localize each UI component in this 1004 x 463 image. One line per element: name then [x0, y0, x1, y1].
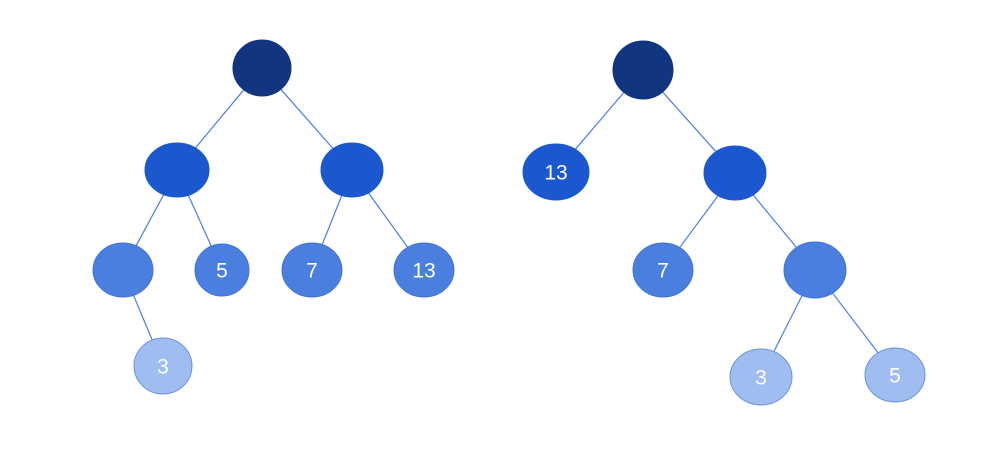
node-circle[interactable] [522, 143, 590, 201]
node-circle[interactable] [393, 242, 455, 298]
node-circle[interactable] [320, 142, 384, 198]
tree-node-unlabeled[interactable] [783, 241, 847, 299]
tree-node-7[interactable]: 7 [632, 242, 694, 298]
node-circle[interactable] [612, 40, 674, 100]
node-circle[interactable] [144, 142, 210, 198]
node-circle[interactable] [783, 241, 847, 299]
tree-node-13[interactable]: 13 [393, 242, 455, 298]
tree-edge [752, 194, 798, 249]
tree-edge [132, 294, 153, 341]
edges-layer [132, 88, 879, 354]
tree-node-unlabeled[interactable] [144, 142, 210, 198]
tree-node-unlabeled[interactable] [92, 242, 154, 298]
tree-edge [662, 91, 717, 153]
node-circle[interactable] [729, 348, 793, 406]
tree-node-13[interactable]: 13 [522, 143, 590, 201]
tree-node-3[interactable]: 3 [133, 337, 193, 395]
tree-node-unlabeled[interactable] [232, 39, 292, 97]
tree-node-unlabeled[interactable] [703, 145, 767, 201]
tree-edge [187, 194, 212, 247]
tree-node-unlabeled[interactable] [320, 142, 384, 198]
tree-edge [831, 292, 879, 354]
tree-node-3[interactable]: 3 [729, 348, 793, 406]
tree-edge [367, 192, 409, 248]
tree-edge [679, 195, 719, 249]
tree-edge [773, 294, 803, 353]
node-circle[interactable] [232, 39, 292, 97]
node-circle[interactable] [133, 337, 193, 395]
node-circle[interactable] [632, 242, 694, 298]
node-circle[interactable] [194, 243, 250, 297]
node-circle[interactable] [281, 242, 343, 298]
tree-node-7[interactable]: 7 [281, 242, 343, 298]
node-circle[interactable] [864, 347, 926, 403]
node-circle[interactable] [92, 242, 154, 298]
tree-node-unlabeled[interactable] [612, 40, 674, 100]
tree-edge [194, 89, 245, 149]
tree-node-5[interactable]: 5 [194, 243, 250, 297]
tree-edge [135, 193, 165, 247]
node-circle[interactable] [703, 145, 767, 201]
tree-edge [574, 91, 625, 150]
tree-edge [321, 194, 343, 246]
tree-node-5[interactable]: 5 [864, 347, 926, 403]
tree-edge [280, 88, 334, 150]
